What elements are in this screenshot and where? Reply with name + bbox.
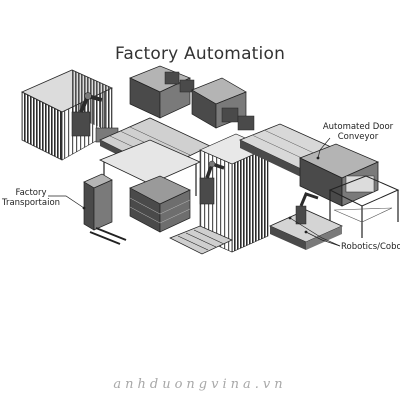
floor-pallet (169, 225, 233, 255)
diagram-title: Factory Automation (114, 44, 286, 64)
safety-fence-left (21, 69, 113, 161)
storage-racks-top (129, 65, 255, 131)
gantry-frame-right (328, 175, 400, 238)
pallet-stack (129, 175, 191, 233)
robot-arm-left (71, 92, 119, 143)
label-robotics-cobot: Robotics/Cobot (341, 242, 400, 252)
label-factory-transportation: Factory Transportaion (2, 188, 60, 208)
watermark-text: anhduongvina.vn (113, 377, 287, 392)
cobot-platform (269, 192, 343, 250)
label-automated-door-line2: Conveyor (337, 132, 379, 142)
label-automated-door-conveyor: Automated Door Conveyor (316, 122, 400, 142)
forklift (83, 173, 127, 245)
callout-leaders (48, 137, 341, 247)
label-transport-line1: Factory (15, 188, 47, 198)
label-transport-line2: Transportaion (2, 198, 61, 208)
robot-arm-center (199, 160, 225, 205)
label-automated-door-line1: Automated Door (322, 122, 394, 132)
